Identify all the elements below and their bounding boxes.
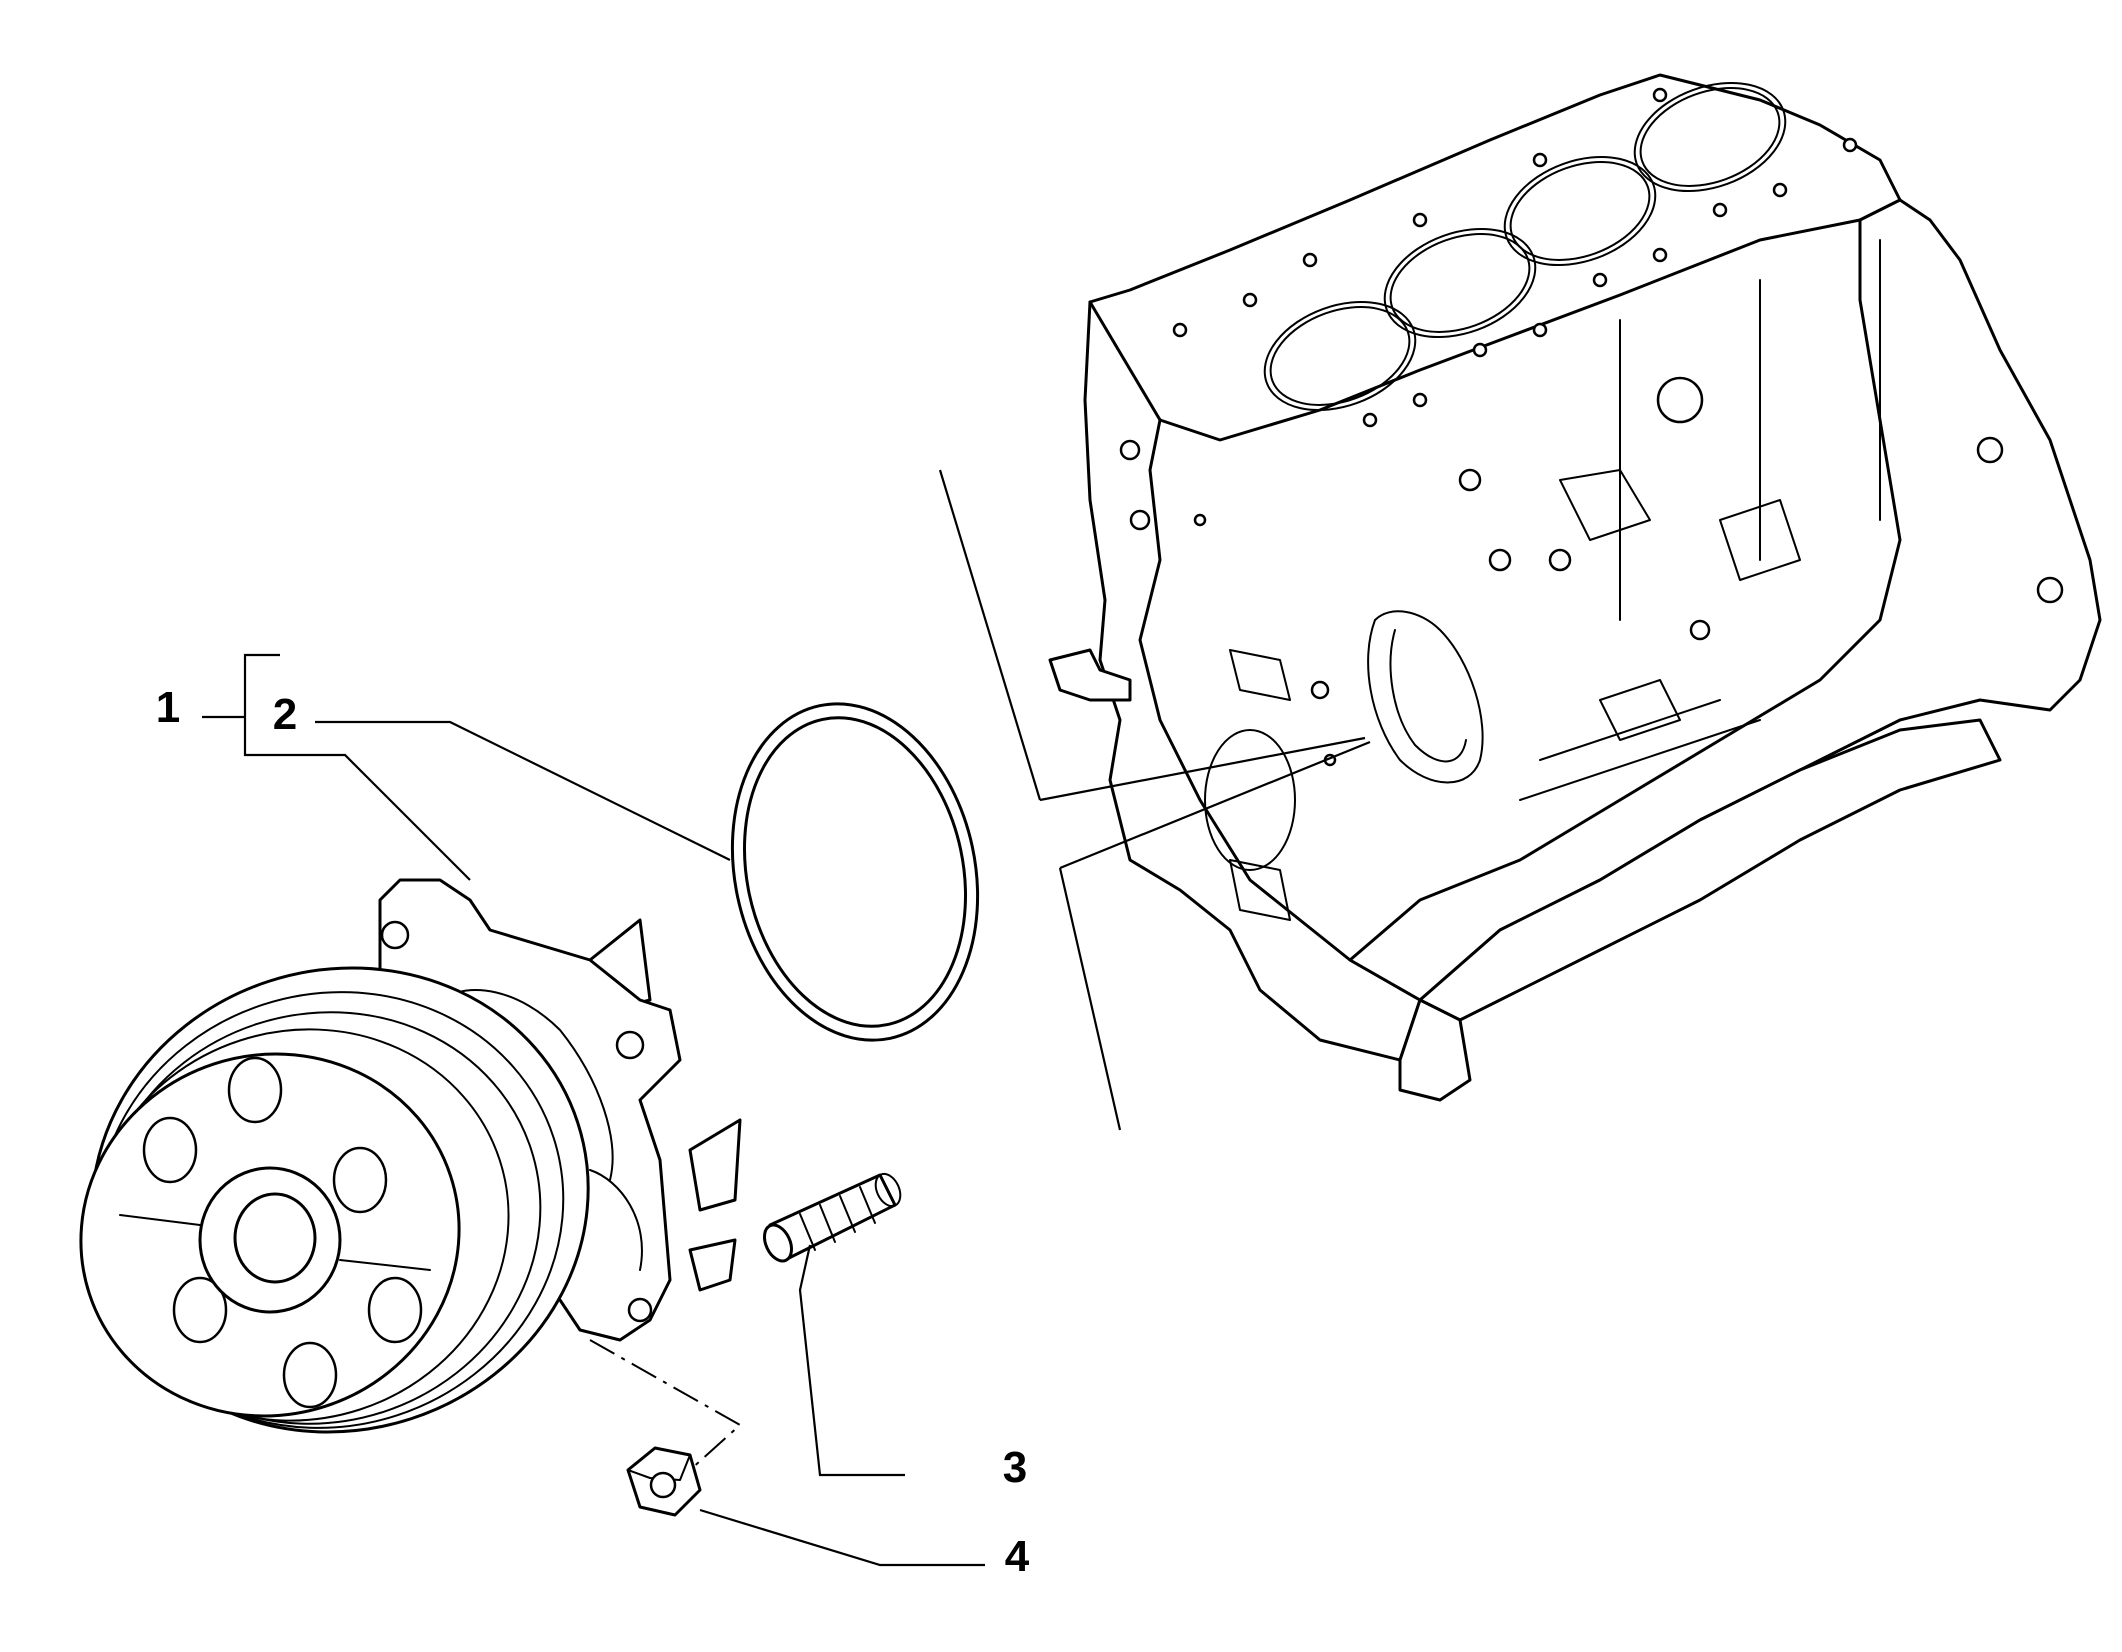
callout-2: 2 (273, 690, 297, 739)
stud (762, 1172, 902, 1263)
block-pointer-lines (938, 469, 1371, 1131)
nut-centerline (589, 1339, 742, 1471)
callout-leaders (202, 653, 985, 1567)
engine-block (1048, 73, 2102, 1102)
callout-1: 1 (156, 683, 180, 732)
hex-nut (626, 1446, 702, 1517)
gasket-o-ring (730, 702, 980, 1042)
water-pump (79, 878, 742, 1434)
callout-4: 4 (1005, 1532, 1030, 1581)
callout-3: 3 (1003, 1443, 1027, 1492)
